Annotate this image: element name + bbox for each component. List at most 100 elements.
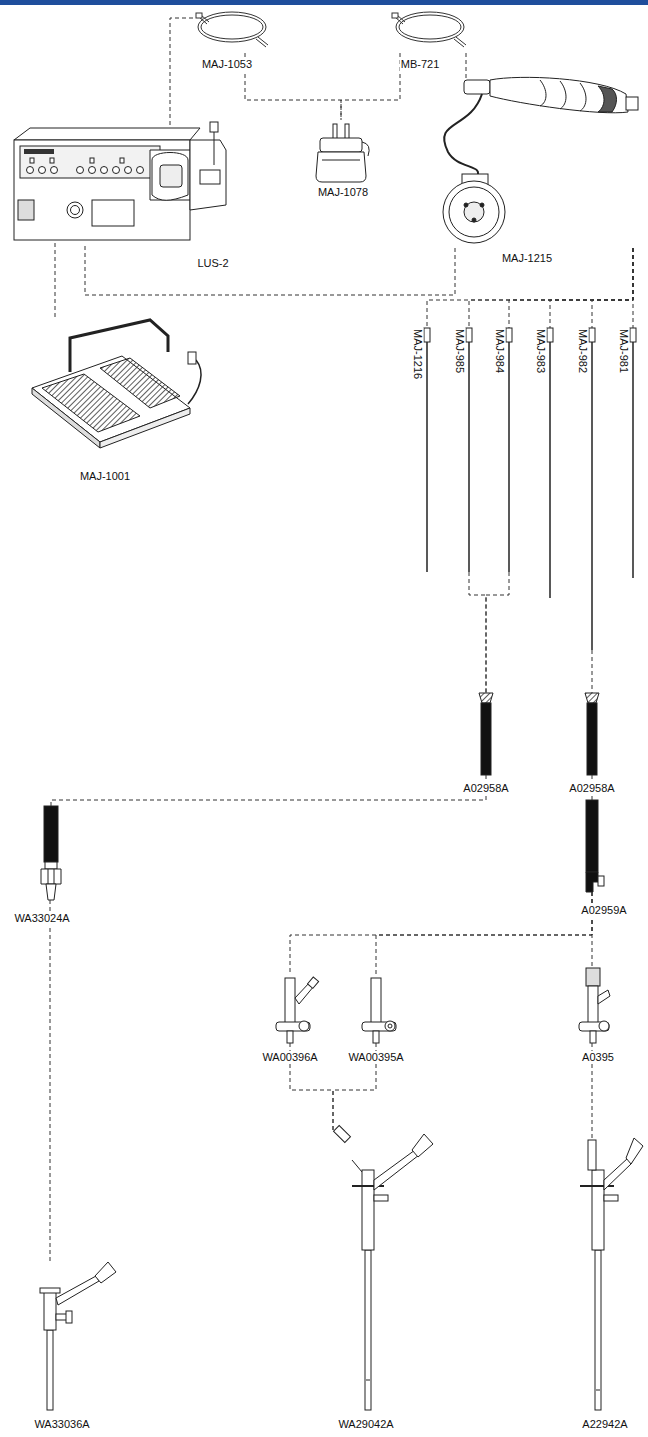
sheath-valve-part bbox=[287, 1031, 293, 1043]
generator-unit-part bbox=[210, 122, 218, 132]
generator-unit-part-part bbox=[50, 158, 54, 163]
part-node: MAJ-983 bbox=[546, 328, 554, 598]
generator-unit-part-part bbox=[113, 167, 120, 174]
sheath-valve-part bbox=[371, 978, 381, 1026]
handpiece-part bbox=[490, 77, 628, 112]
probe-part bbox=[549, 342, 551, 598]
sheath-valve-part bbox=[385, 1021, 395, 1031]
scope-part bbox=[47, 1330, 53, 1410]
tube-coil-part bbox=[396, 12, 464, 42]
generator-unit-part bbox=[27, 158, 144, 174]
part-node: LUS-2 bbox=[8, 125, 233, 243]
suction-bottle bbox=[316, 124, 369, 182]
scope-part bbox=[374, 1150, 419, 1190]
part-number: A02958A bbox=[462, 782, 509, 795]
scope-part bbox=[604, 1195, 618, 1201]
dashed-connector bbox=[170, 18, 195, 125]
angled-adapter-part bbox=[598, 876, 604, 886]
handpiece-part bbox=[472, 218, 476, 222]
generator-unit-part bbox=[150, 150, 190, 200]
handpiece-part bbox=[464, 80, 490, 94]
generator-unit-part bbox=[71, 206, 80, 215]
dashed-connector bbox=[245, 53, 341, 120]
generator-unit-part bbox=[190, 140, 226, 210]
sheath-adapter bbox=[479, 693, 599, 775]
probe bbox=[424, 328, 636, 650]
scope-part bbox=[595, 1250, 601, 1410]
scope-part bbox=[66, 1311, 72, 1323]
dashed-connector bbox=[55, 243, 56, 318]
generator-unit-part bbox=[14, 140, 190, 240]
part-node: A02959A bbox=[580, 800, 606, 892]
scope-part bbox=[604, 1158, 632, 1190]
part-node: MAJ-982 bbox=[588, 328, 596, 650]
dashed-connector bbox=[466, 53, 467, 78]
dashed-connector bbox=[427, 248, 633, 328]
handpiece-part bbox=[464, 202, 484, 222]
header-bar bbox=[0, 0, 648, 5]
dashed-connector bbox=[592, 650, 593, 693]
handpiece-part bbox=[480, 203, 484, 207]
probe-part bbox=[506, 328, 512, 342]
part-node: A02958A bbox=[584, 693, 600, 775]
sheath-valve-part bbox=[588, 986, 598, 1026]
adapter-part bbox=[48, 869, 49, 884]
foot-switch-part bbox=[100, 408, 190, 448]
probe-part bbox=[508, 342, 510, 572]
sheath-valve-part bbox=[586, 968, 600, 986]
handpiece-part bbox=[626, 97, 638, 110]
scope bbox=[334, 1126, 433, 1410]
adapter-part bbox=[45, 862, 57, 869]
part-node: MAJ-1078 bbox=[305, 120, 377, 182]
sheath-valve-part bbox=[307, 977, 318, 988]
generator-unit-part-part bbox=[90, 158, 94, 163]
scope-part bbox=[334, 1126, 351, 1143]
sheath-valve-part bbox=[299, 1021, 309, 1031]
sheath-valve-part bbox=[579, 1022, 609, 1031]
part-number: MB-721 bbox=[400, 58, 441, 71]
scope-part bbox=[592, 1170, 604, 1250]
scope-part bbox=[366, 1380, 370, 1381]
part-node: A0395 bbox=[578, 968, 608, 1043]
angled-adapter bbox=[586, 800, 604, 892]
foot-switch-part bbox=[70, 320, 168, 372]
tube-coil-part bbox=[256, 37, 268, 47]
scope-part bbox=[365, 1250, 371, 1410]
adapter bbox=[41, 806, 61, 900]
tube-coil bbox=[392, 12, 466, 47]
handpiece-part bbox=[598, 86, 617, 112]
generator-unit-part bbox=[152, 153, 188, 201]
dashed-connector bbox=[633, 248, 634, 328]
sheath-valve-part bbox=[388, 1024, 392, 1028]
scope-part bbox=[412, 1134, 433, 1157]
generator-unit-part bbox=[18, 200, 34, 220]
scope-part bbox=[95, 1262, 116, 1283]
generator-unit-part-part bbox=[120, 158, 124, 163]
scope-part bbox=[352, 1160, 362, 1172]
dashed-connector bbox=[469, 572, 486, 693]
sheath-valve bbox=[276, 977, 319, 1043]
part-number: MAJ-1053 bbox=[201, 58, 253, 71]
part-node: WA29042A bbox=[330, 1130, 435, 1412]
handpiece-part bbox=[443, 181, 505, 243]
part-node: WA00396A bbox=[272, 975, 310, 1043]
handpiece-part bbox=[540, 80, 586, 111]
foot-switch bbox=[32, 320, 201, 448]
sheath-valve-part bbox=[285, 978, 295, 1026]
scope-part bbox=[588, 1140, 596, 1170]
scope-part bbox=[362, 1170, 374, 1250]
part-number: WA33036A bbox=[33, 1418, 90, 1431]
part-number: WA33024A bbox=[13, 912, 70, 925]
sheath-valve-part bbox=[362, 1022, 396, 1031]
header-bar-part bbox=[0, 0, 648, 5]
handpiece-part bbox=[444, 94, 482, 178]
generator-unit-part bbox=[160, 165, 182, 187]
part-number: WA00396A bbox=[261, 1051, 318, 1064]
probe-part bbox=[630, 328, 636, 342]
generator-unit-part-part bbox=[51, 167, 58, 174]
dashed-connector bbox=[486, 572, 509, 693]
probe-part bbox=[589, 328, 595, 342]
dashed-connector bbox=[290, 892, 592, 975]
